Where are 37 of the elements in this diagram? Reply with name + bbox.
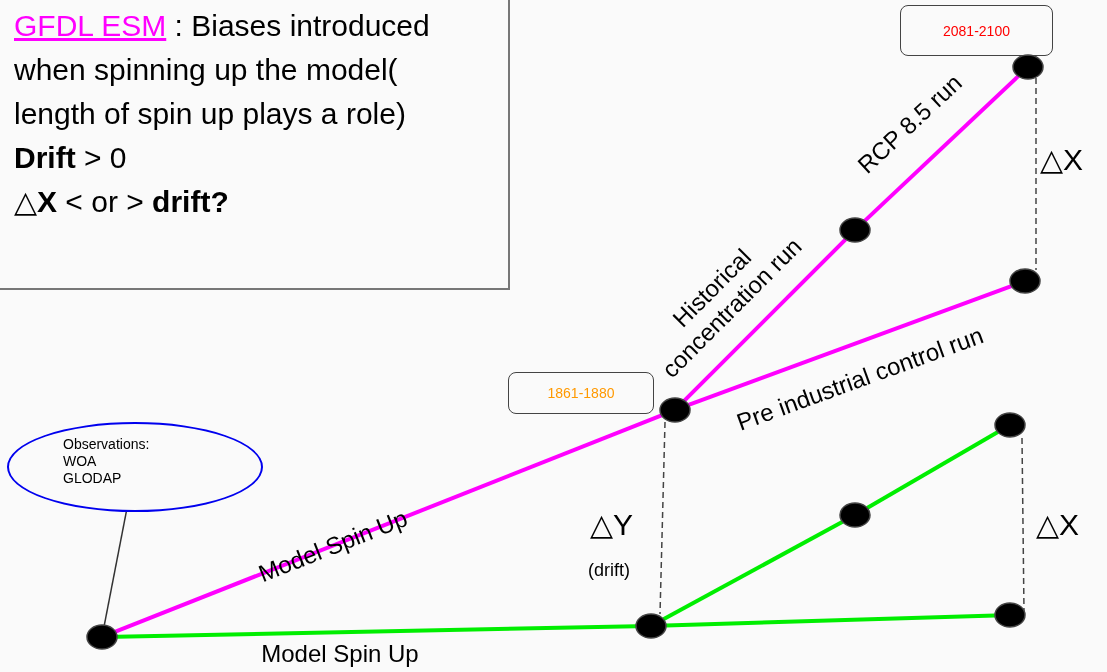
- data-point: [839, 502, 871, 528]
- note-box: [0, 0, 510, 290]
- measure-label: (drift): [588, 560, 630, 581]
- measure-label: △Y: [590, 507, 633, 542]
- measure-label: △X: [1040, 142, 1083, 177]
- data-point: [86, 624, 118, 650]
- link: GFDL ESM: [14, 9, 167, 42]
- ellipse-text: Observations:: [63, 436, 151, 453]
- ellipse-text: WOA: [63, 453, 98, 470]
- period-box: [508, 372, 654, 414]
- line: [665, 613, 996, 628]
- period-text: 1861-1880: [547, 385, 615, 401]
- data-point: [994, 602, 1026, 628]
- line: [687, 284, 1013, 407]
- observation-ellipse: [7, 422, 263, 512]
- edge-label: Model Spin Up: [260, 640, 420, 668]
- note-text: GFDL ESM : Biases introduced when spinning up the model( length of spin up plays a role): [14, 8, 431, 132]
- data-point: [994, 412, 1026, 438]
- note-line: △X < or > drift?: [14, 184, 230, 220]
- note-line: Drift > 0: [14, 140, 128, 176]
- edge-label: Model Spin Up: [253, 503, 412, 590]
- line: [863, 74, 1020, 223]
- data-point: [1009, 268, 1041, 294]
- line: [116, 624, 637, 639]
- data-point: [635, 613, 667, 639]
- period-text: 2081-2100: [943, 22, 1010, 39]
- measure-label: △X: [1036, 507, 1079, 542]
- line: [866, 430, 999, 510]
- line: [114, 413, 663, 634]
- leader-line: [103, 511, 128, 626]
- line: [662, 520, 844, 621]
- period-box: [900, 5, 1053, 56]
- data-point: [659, 397, 691, 423]
- data-point: [839, 217, 871, 243]
- ellipse-text: GLODAP: [63, 470, 123, 487]
- line: [682, 237, 848, 403]
- data-point: [1012, 54, 1044, 80]
